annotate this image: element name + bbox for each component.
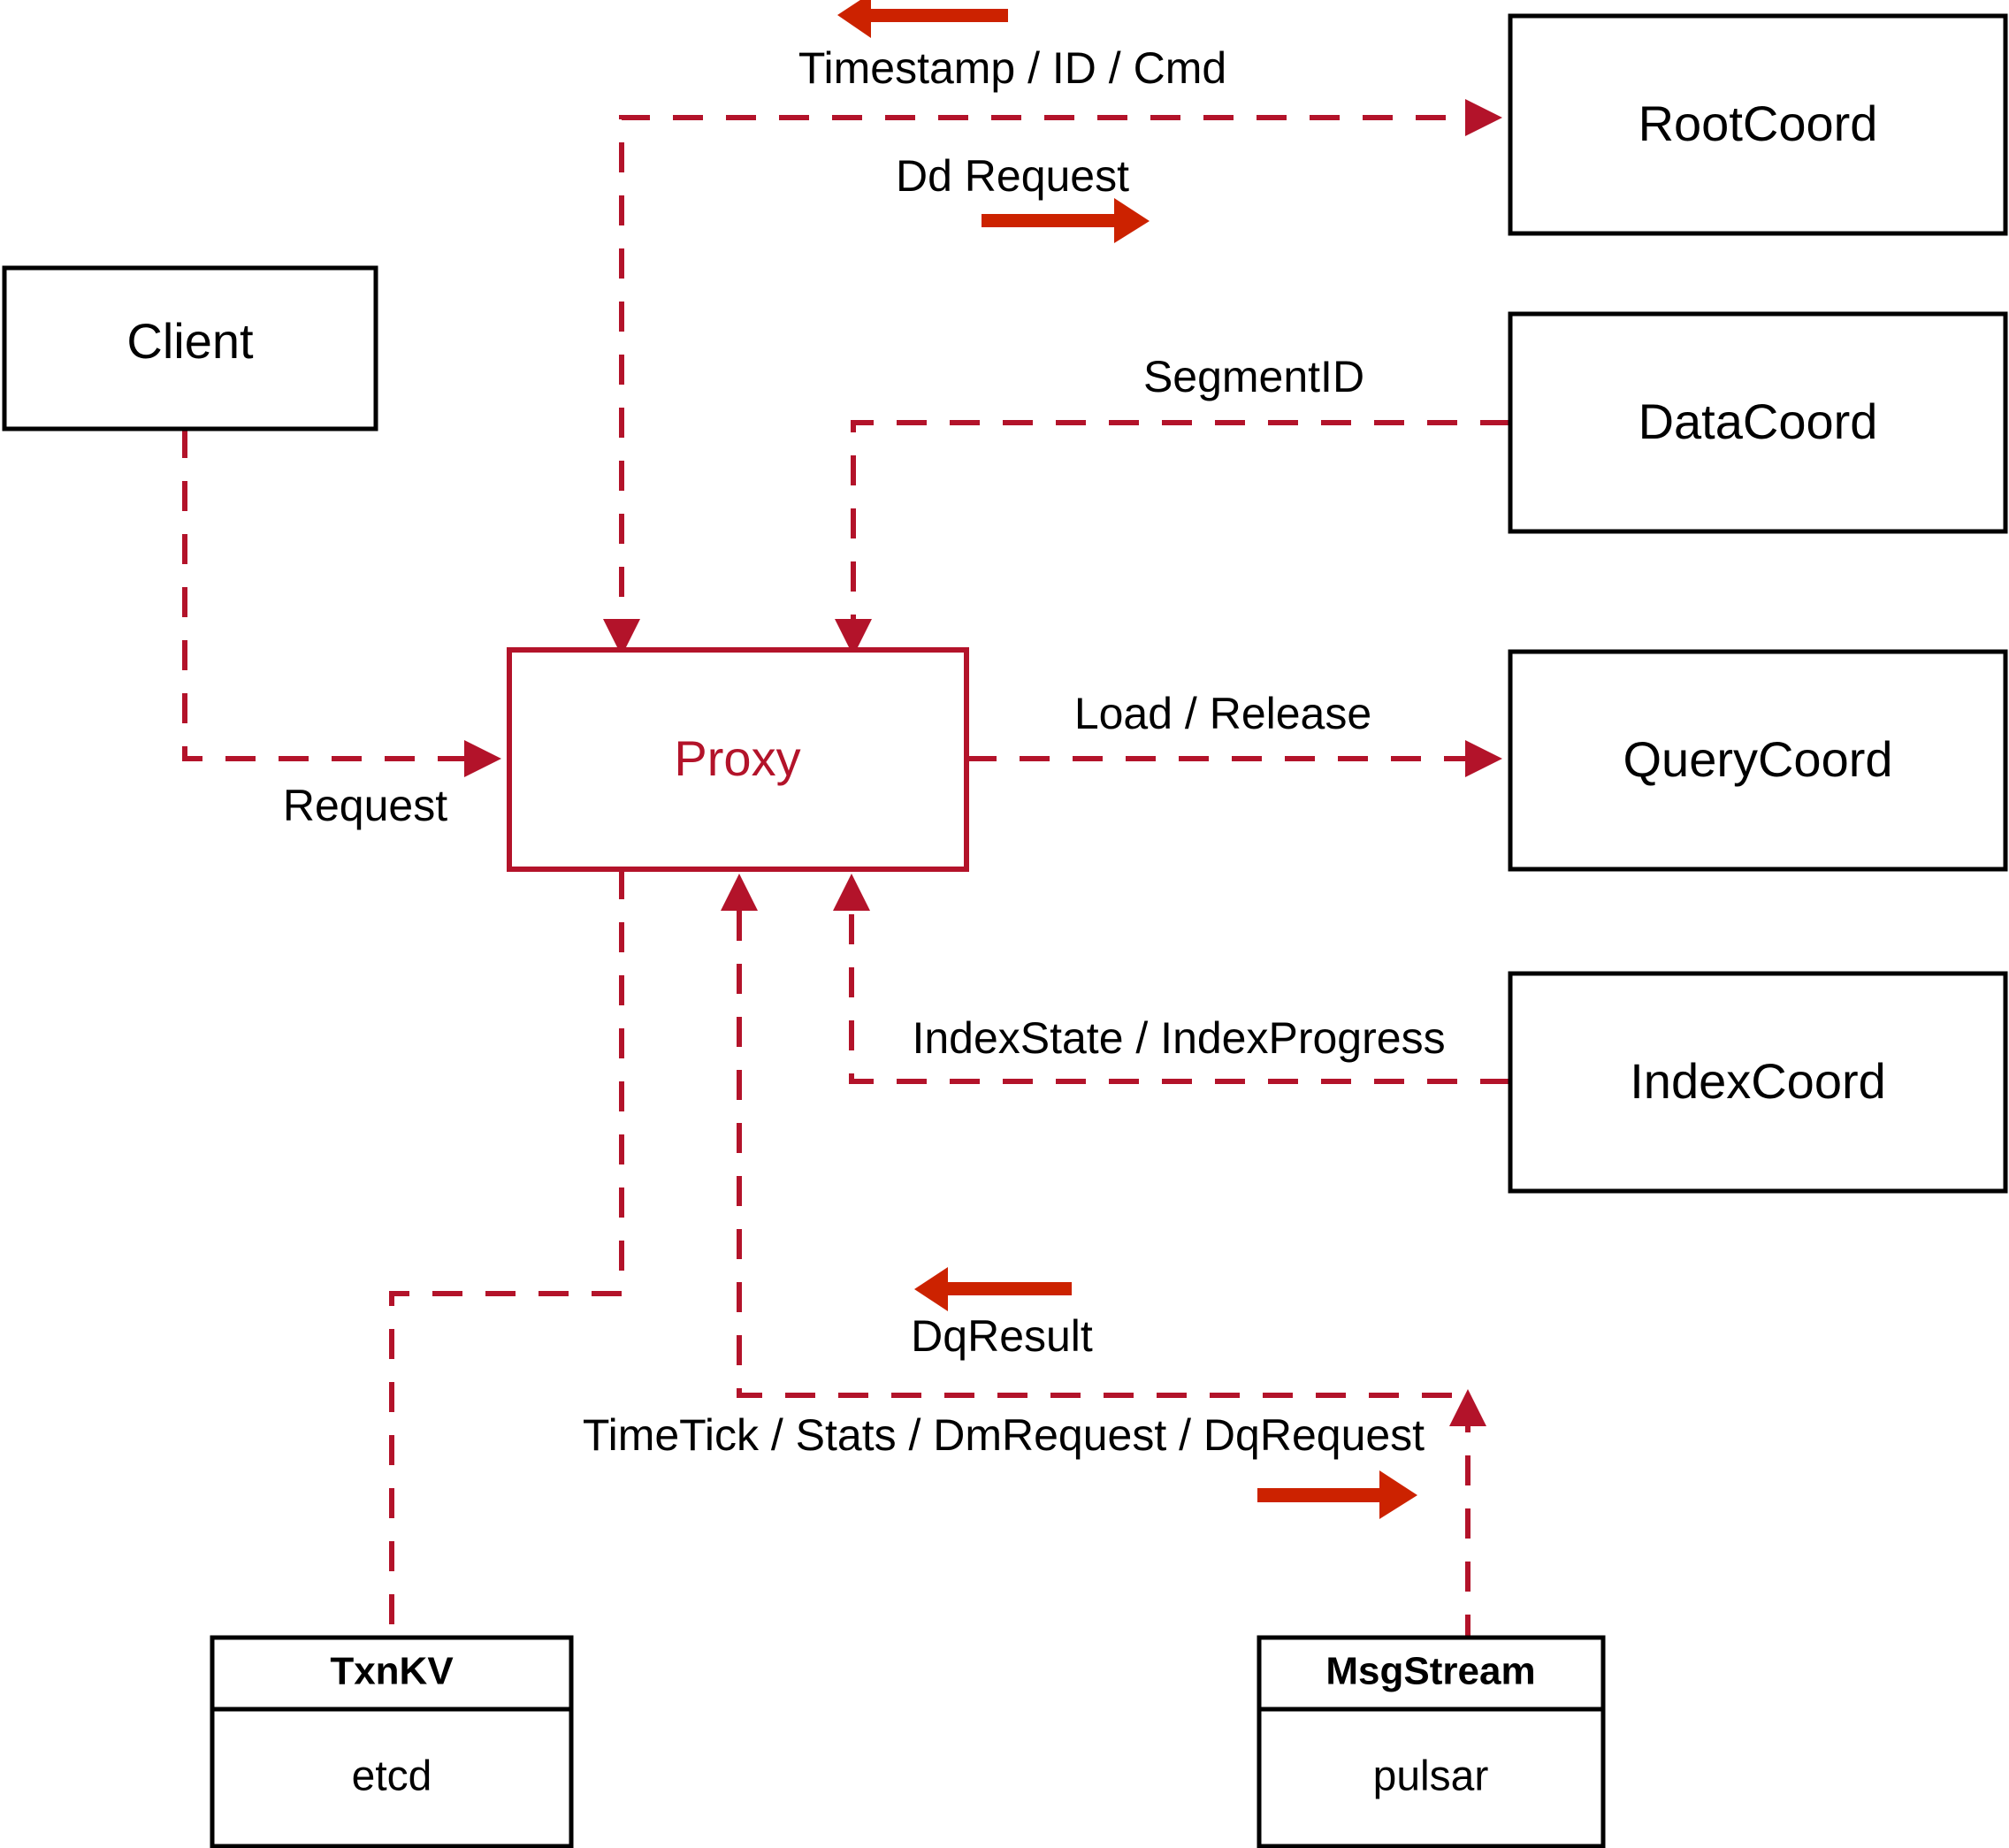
edge-indexcoord-to-proxy [833,874,1510,1084]
node-proxy-label: Proxy [674,730,800,786]
edge-proxy-to-rootcoord [603,99,1502,656]
edge-label-segment-id: SegmentID [1143,352,1364,401]
node-querycoord[interactable]: QueryCoord [1508,649,2008,872]
edge-label-load-release: Load / Release [1074,689,1371,738]
node-datacoord[interactable]: DataCoord [1508,311,2008,534]
edge-label-timetick-stats: TimeTick / Stats / DmRequest / DqRequest [583,1410,1425,1460]
node-txnkv-label: TxnKV [330,1650,454,1693]
node-rootcoord-label: RootCoord [1639,95,1878,151]
node-msgstream-impl-label: pulsar [1373,1753,1489,1800]
edge-label-dq-result: DqResult [911,1311,1093,1361]
node-msgstream[interactable]: MsgStream pulsar [1257,1635,1606,1848]
node-datacoord-label: DataCoord [1639,393,1878,449]
edge-proxy-to-txnkv [389,869,624,1638]
timestamp-flow-arrow [837,0,1008,38]
edge-datacoord-to-proxy [835,420,1510,656]
edge-label-timestamp-id-cmd: Timestamp / ID / Cmd [798,43,1226,93]
edge-client-to-proxy [182,428,501,777]
node-querycoord-label: QueryCoord [1623,731,1892,787]
node-proxy[interactable]: Proxy [507,647,969,872]
edge-label-dd-request: Dd Request [896,151,1129,201]
node-client-label: Client [126,313,254,369]
timetick-flow-arrow [1257,1470,1417,1519]
node-rootcoord[interactable]: RootCoord [1508,13,2008,236]
dd-request-flow-arrow [982,198,1150,243]
edge-msgstream-to-proxy [721,874,1470,1645]
node-indexcoord[interactable]: IndexCoord [1508,971,2008,1194]
node-txnkv[interactable]: TxnKV etcd [210,1635,574,1848]
node-indexcoord-label: IndexCoord [1630,1053,1886,1109]
edge-label-request: Request [283,781,447,830]
node-client[interactable]: Client [2,265,378,431]
edge-label-index-state-progress: IndexState / IndexProgress [912,1013,1445,1063]
node-msgstream-label: MsgStream [1325,1650,1535,1693]
dq-result-flow-arrow [914,1267,1072,1311]
node-txnkv-impl-label: etcd [352,1753,432,1800]
